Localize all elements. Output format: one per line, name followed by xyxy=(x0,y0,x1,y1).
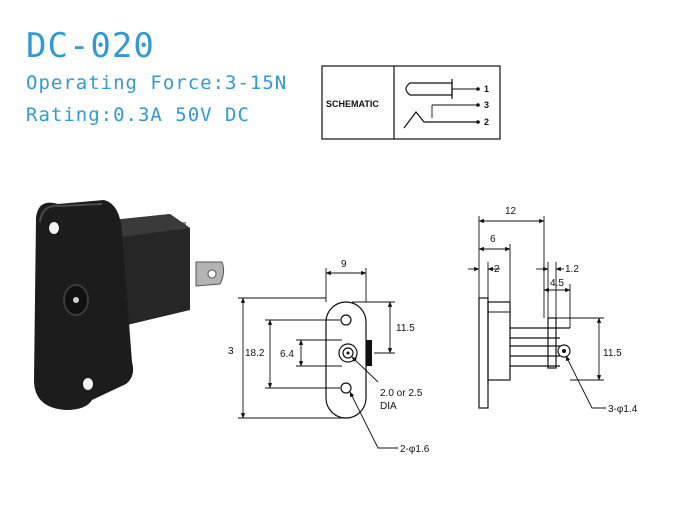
schematic-pin-1: 1 xyxy=(484,84,489,94)
dim-side-height: 11.5 xyxy=(603,348,622,359)
dim-side-pin-thickness: 1.2 xyxy=(565,264,579,275)
jack-center-pin xyxy=(73,297,79,303)
schematic-switch-contact xyxy=(403,111,478,129)
side-pin-hole xyxy=(557,344,571,358)
flange-hole-bottom xyxy=(83,378,93,390)
dim-front-mid-height: 18.2 xyxy=(245,348,265,359)
dim-front-center-hole: 2.0 or 2.5 xyxy=(380,388,423,399)
dim-front-overall-height: 3 xyxy=(228,346,234,357)
front-view-drawing: 9 3 18.2 6.4 11.5 2.0 or 2.5 DIA 2-φ1.6 xyxy=(228,259,430,455)
side-flange xyxy=(478,297,489,409)
dim-side-flange: 2 xyxy=(494,264,500,275)
dim-front-inner-height: 6.4 xyxy=(280,349,294,360)
dim-side-pin-holes: 3-φ1.4 xyxy=(608,404,638,415)
front-center-hole-outer xyxy=(338,343,358,363)
schematic-frame xyxy=(321,65,501,140)
side-body xyxy=(487,301,511,381)
side-view-drawing: 12 6 2 1.2 4.5 11.5 3-φ1.4 xyxy=(468,206,638,415)
dim-front-top-gap: 11.5 xyxy=(396,323,415,334)
dc-jack-illustration xyxy=(34,200,225,410)
schematic-pin-3: 3 xyxy=(484,100,489,110)
dim-side-depth: 12 xyxy=(505,206,517,217)
front-outline xyxy=(325,301,367,419)
front-mount-hole-top xyxy=(340,314,352,326)
dim-side-body: 6 xyxy=(490,234,496,245)
rating-spec: Rating:0.3A 50V DC xyxy=(26,104,250,126)
schematic-label: SCHEMATIC xyxy=(326,99,379,109)
front-mount-hole-bottom xyxy=(340,382,352,394)
front-center-hole-inner xyxy=(342,347,354,359)
dim-front-center-hole-unit: DIA xyxy=(380,401,397,412)
schematic-pin-2: 2 xyxy=(484,117,489,127)
model-title: DC-020 xyxy=(26,26,155,66)
schematic-center-pin xyxy=(405,82,453,96)
flange-hole-top xyxy=(49,222,59,234)
dim-front-mount-holes: 2-φ1.6 xyxy=(400,444,430,455)
schematic-box: SCHEMATIC 1 3 2 xyxy=(321,65,501,140)
dim-side-pin-span: 4.5 xyxy=(550,278,564,289)
side-pin-block xyxy=(547,317,557,369)
dim-front-width: 9 xyxy=(341,259,347,270)
operating-force-spec: Operating Force:3-15N xyxy=(26,72,288,94)
